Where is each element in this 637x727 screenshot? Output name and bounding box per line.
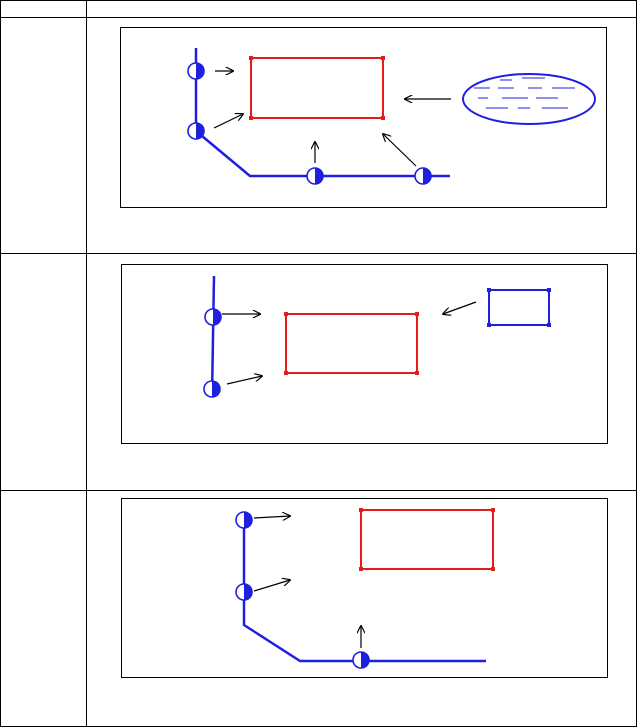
row-3-diagram [121, 498, 608, 678]
sampling-point-icon [235, 511, 253, 529]
sampling-point-icon [352, 651, 370, 669]
site-area [360, 509, 494, 570]
arrow-icon [443, 301, 477, 314]
water-ripples [474, 77, 575, 109]
site-corners [359, 508, 495, 571]
sampling-point-icon [187, 62, 205, 80]
pond-corners [487, 288, 551, 327]
site-area [285, 313, 418, 374]
sampling-point-icon [306, 167, 324, 185]
diagram-frame [121, 498, 608, 678]
arrow-icon [213, 114, 243, 129]
site-area [250, 57, 384, 119]
arrow-icon [253, 516, 290, 518]
sampling-point-icon [187, 122, 205, 140]
row-2-diagram [121, 264, 608, 444]
road [210, 275, 216, 398]
site-corners [249, 56, 385, 120]
pond [488, 289, 550, 326]
arrow-icon [253, 580, 290, 592]
road [194, 48, 450, 178]
row-1-diagram [120, 27, 607, 208]
site-corners [284, 312, 419, 375]
sampling-point-icon [414, 167, 432, 185]
arrow-icon [383, 134, 417, 167]
sampling-point-icon [204, 308, 222, 326]
arrow-icon [226, 376, 262, 385]
water-body [462, 73, 596, 125]
sampling-point-icon [203, 380, 221, 398]
sampling-point-icon [235, 583, 253, 601]
diagram-frame [121, 264, 608, 444]
road [242, 512, 486, 663]
